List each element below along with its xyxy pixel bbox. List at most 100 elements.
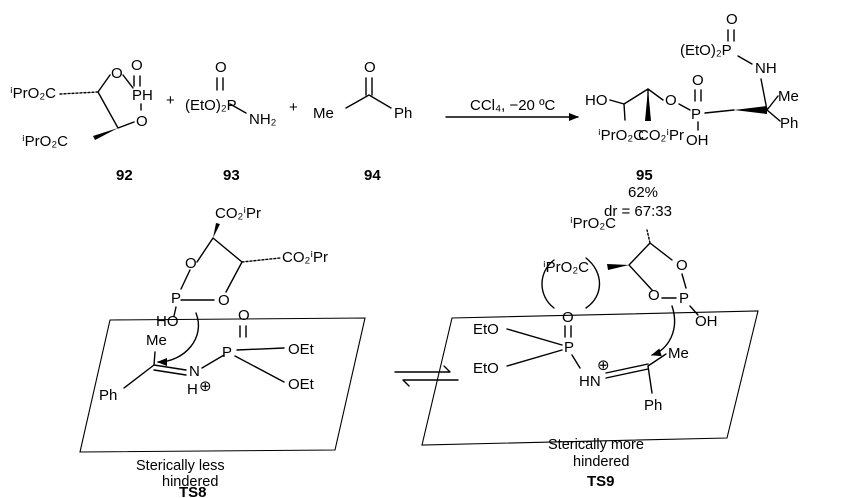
ts8-caption-line1: Sterically less <box>136 458 225 474</box>
c95-chain-wedge <box>645 89 651 121</box>
c92-ester-top: ⁱPrO₂C <box>10 85 56 102</box>
c95-ester-left: ⁱPrO₂C <box>598 127 644 144</box>
c94-ph: Ph <box>394 105 412 122</box>
ts8-ring-bonds <box>173 237 243 317</box>
c92-wedge-bond <box>93 128 118 140</box>
ts9-ring-o-top: O <box>676 257 688 274</box>
c95-phos-top-double-bond <box>727 29 735 42</box>
ts9-p: P <box>679 290 689 307</box>
ts9-steric-arc-left <box>541 259 555 309</box>
c93-label: 93 <box>223 167 240 184</box>
ts9-ester-top: ⁱPrO₂C <box>570 215 616 232</box>
plus-sign-1: + <box>166 92 175 109</box>
c95-me: Me <box>778 88 799 105</box>
plus-sign-2: + <box>289 99 298 116</box>
ts9-me: Me <box>668 345 689 362</box>
ts8-wedge-bond <box>213 223 220 238</box>
compound-92: ⁱPrO₂C ⁱPrO₂C O O O PH 92 <box>10 57 153 184</box>
ts9-steric-arc-right <box>585 257 601 309</box>
ts9-plane <box>421 310 759 446</box>
compound-95: O (EtO)₂P NH Me Ph O P OH O HO ⁱPrO₂C CO… <box>585 11 799 220</box>
c95-phos-top: (EtO)₂P <box>680 42 732 59</box>
ts9-phos-o: O <box>562 309 574 326</box>
ts9-imine-bonds <box>605 353 667 394</box>
reaction-conditions: CCl₄, −20 ºC <box>470 97 556 114</box>
compound-93: O (EtO)₂P NH₂ 93 <box>185 59 277 184</box>
ts9-curved-arrow <box>651 305 676 357</box>
ts9-eto2: EtO <box>473 360 499 377</box>
ts8-ring-o-right: O <box>218 292 230 309</box>
ts9-caption-line2: hindered <box>573 454 629 470</box>
ts8-plane <box>79 317 366 453</box>
c95-chain-bonds <box>609 88 664 121</box>
ts8-phos-bonds <box>234 347 285 383</box>
c92-ring-o-top: O <box>111 65 123 82</box>
c92-p-double-bond <box>133 75 141 87</box>
c93-pn-bond <box>229 103 247 114</box>
ts8-ho: HO <box>156 313 179 330</box>
c95-p-c-bond <box>704 109 735 114</box>
c94-bonds <box>345 94 392 109</box>
c92-hashed-bond <box>59 91 99 95</box>
ts9-phos-bonds <box>506 328 581 369</box>
c92-ring-bonds <box>97 74 142 129</box>
ts8-ph: Ph <box>99 387 117 404</box>
equilibrium-arrow-back <box>402 379 459 387</box>
c95-nh: NH <box>755 60 777 77</box>
c93-p-double-bond <box>216 77 224 91</box>
c92-label: 92 <box>116 167 133 184</box>
ts8-ester-right: CO₂ⁱPr <box>282 249 328 266</box>
ts9-hashed-bond <box>646 229 651 244</box>
ts8-oet2: OEt <box>288 376 315 393</box>
ts8-me: Me <box>146 332 167 349</box>
ts8-h: H <box>187 381 198 398</box>
ts9: ⁱPrO₂C ⁱPrO₂C O O P OH EtO EtO O P HN ⊕ … <box>421 215 759 490</box>
c95-oh: OH <box>686 132 709 149</box>
c95-yield: 62% <box>628 184 658 201</box>
c95-p: P <box>691 106 701 123</box>
c95-dr: dr = 67:33 <box>604 203 672 220</box>
c95-quaternary-bonds <box>760 78 781 122</box>
c93-formula: (EtO)₂P <box>185 97 237 114</box>
ts9-ring-o-bottom: O <box>648 287 660 304</box>
ts8: CO₂ⁱPr CO₂ⁱPr O O P HO O P OEt OEt N H ⊕… <box>79 205 366 498</box>
ts8-phos-o: O <box>238 307 250 324</box>
c95-o-p-bond <box>678 103 691 111</box>
c95-ho: HO <box>585 92 608 109</box>
c92-p-oxo: O <box>131 57 143 74</box>
ts8-np-bond <box>201 354 225 369</box>
c95-p-double-bond <box>694 89 702 102</box>
c92-ester-bottom: ⁱPrO₂C <box>22 133 68 150</box>
equilibrium-arrow-forward <box>394 365 451 373</box>
c94-co-double-bond <box>365 77 373 96</box>
c95-label: 95 <box>636 167 653 184</box>
ts8-label: TS8 <box>179 484 207 498</box>
compound-94: O Me Ph 94 <box>313 59 412 184</box>
ts8-hashed-bond <box>241 257 281 263</box>
c92-ph: PH <box>132 87 153 104</box>
ts8-ester-top: CO₂ⁱPr <box>215 205 261 222</box>
c93-oxo: O <box>215 59 227 76</box>
ts8-charge: ⊕ <box>199 378 212 395</box>
ts9-eto1: EtO <box>473 321 499 338</box>
ts8-phos-p: P <box>222 344 232 361</box>
ts9-caption-line1: Sterically more <box>548 437 644 453</box>
ts8-ring-o-left: O <box>185 255 197 272</box>
ts9-wedge-bond <box>607 264 629 270</box>
ts8-oet1: OEt <box>288 341 315 358</box>
c94-oxo: O <box>364 59 376 76</box>
c95-p-oxo: O <box>692 72 704 89</box>
ts9-ester-left: ⁱPrO₂C <box>543 259 589 276</box>
c95-ether-o: O <box>665 92 677 109</box>
ts9-charge: ⊕ <box>597 357 610 374</box>
c95-ester-mid: CO₂ⁱPr <box>638 127 684 144</box>
ts8-p: P <box>171 290 181 307</box>
ts9-hn: HN <box>579 373 601 390</box>
c95-phos-top-oxo: O <box>726 11 738 28</box>
ts9-label: TS9 <box>587 473 615 490</box>
ts8-n: N <box>189 363 200 380</box>
c94-label: 94 <box>364 167 381 184</box>
c95-ph: Ph <box>780 115 798 132</box>
ts8-curved-arrow <box>157 312 200 366</box>
